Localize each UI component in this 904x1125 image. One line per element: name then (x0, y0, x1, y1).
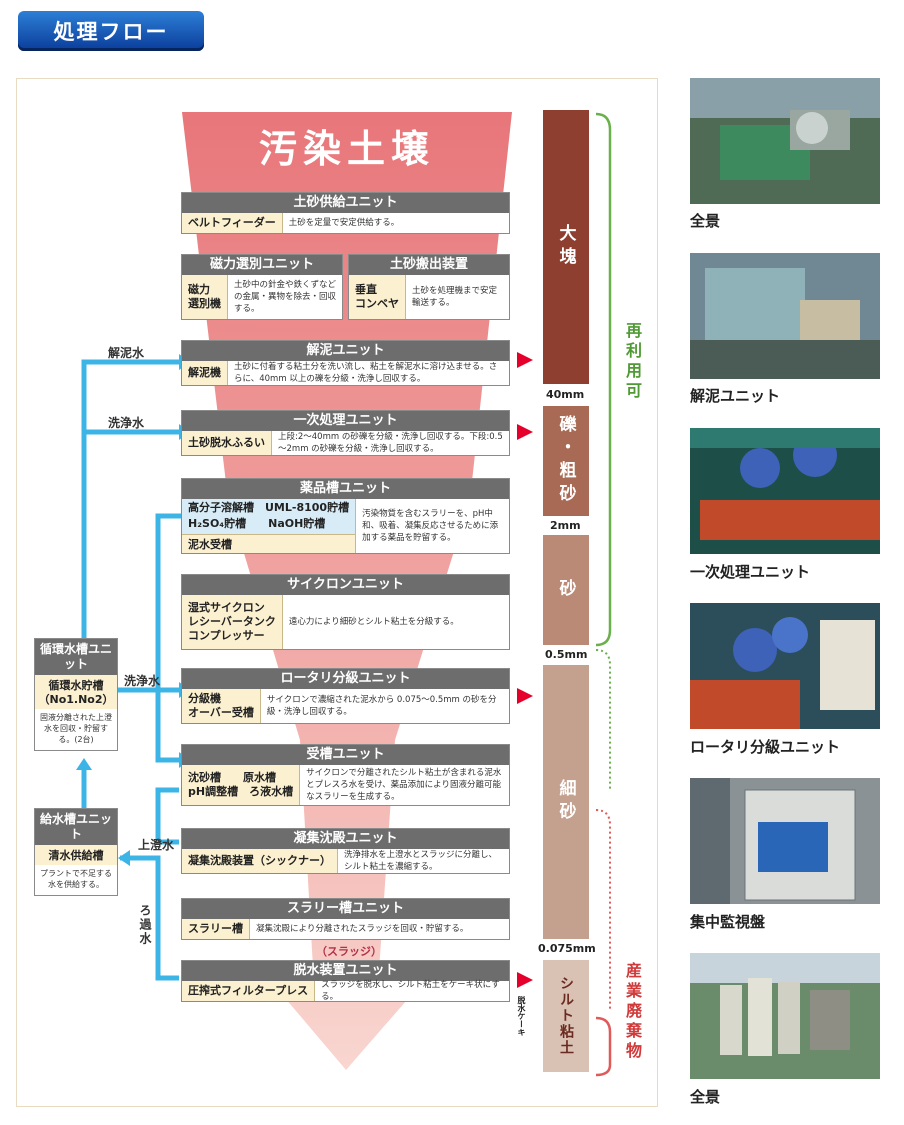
kaidei-water-line (81, 359, 179, 640)
label-filtrate: ろ過水 (138, 904, 152, 946)
photo-caption-6: 全景 (690, 1088, 721, 1106)
band-silt-clay: シルト粘土 (543, 960, 589, 1072)
band-gravel: 礫・粗砂 (543, 406, 589, 516)
unit-magnetic: 磁力選別ユニット 磁力選別機土砂中の針金や鉄くずなどの金属・異物を除去・回収する… (181, 254, 343, 320)
unit-primary: 一次処理ユニット 土砂脱水ふるい上段:2～40mm の砂礫を分級・洗浄し回収する… (181, 410, 510, 456)
sludge-label: （スラッジ） (316, 945, 382, 958)
size-40mm: 40mm (546, 388, 585, 401)
unit-conveyor: 土砂搬出装置 垂直コンベヤ土砂を処理機まで安定輸送する。 (348, 254, 510, 320)
label-supernatant: 上澄水 (138, 838, 175, 852)
photo-1 (690, 78, 880, 204)
reuse-brace (595, 112, 612, 647)
cake-label: 脱水ケーキ (517, 996, 526, 1036)
band-sand: 砂 (543, 535, 589, 645)
photo-caption-5: 集中監視盤 (690, 913, 766, 931)
waste-dotted (595, 809, 611, 1010)
size-2mm: 2mm (550, 519, 581, 532)
size-05mm: 0.5mm (545, 648, 588, 661)
unit-chemical: 薬品槽ユニット 高分子溶解槽 UML-8100貯槽 H₂SO₄貯槽 NaOH貯槽… (181, 478, 510, 554)
waste-label: 産業廃棄物 (623, 962, 642, 1062)
output-arrow-kaidei (517, 352, 533, 368)
label-wash-water-2: 洗浄水 (124, 674, 161, 688)
band-large: 大塊 (543, 110, 589, 384)
unit-dewater: 脱水装置ユニット 圧搾式フィルタープレススラッジを脱水し、シルト粘土をケーキ状に… (181, 960, 510, 1002)
label-kaidei-water: 解泥水 (108, 346, 145, 360)
wash-water-line-2 (155, 513, 181, 690)
supernatant-line (155, 787, 179, 845)
photo-caption-2: 解泥ユニット (690, 387, 781, 405)
photo-6 (690, 953, 880, 1079)
photo-4 (690, 603, 880, 729)
tank-supply: 給水槽ユニット 清水供給槽 プラントで不足する水を供給する。 (34, 808, 118, 896)
unit-rotary: ロータリ分級ユニット 分級機オーバー受槽サイクロンで濃縮された泥水から 0.07… (181, 668, 510, 724)
photo-2 (690, 253, 880, 379)
water-lines (81, 359, 181, 981)
photo-3 (690, 428, 880, 554)
section-title: 処理フロー (18, 11, 204, 51)
unit-kaidei: 解泥ユニット 解泥機土砂に付着する粘土分を洗い流し、粘土を解泥水に溶け込ませる。… (181, 340, 510, 386)
label-wash-water-1: 洗浄水 (108, 416, 145, 430)
unit-thickener: 凝集沈殿ユニット 凝集沈殿装置（シックナー）洗浄排水を上澄水とスラッジに分離し、… (181, 828, 510, 874)
unit-soil-feed: 土砂供給ユニット ベルトフィーダー土砂を定量で安定供給する。 (181, 192, 510, 234)
photo-5 (690, 778, 880, 904)
tank-circulation: 循環水槽ユニット 循環水貯槽（No1.No2） 固液分離された上澄水を回収・貯留… (34, 638, 118, 751)
reuse-label: 再利用可 (623, 322, 642, 402)
receiver-branch-line (155, 690, 179, 763)
photo-caption-4: ロータリ分級ユニット (690, 738, 841, 756)
reuse-dotted (595, 649, 611, 790)
photo-caption-1: 全景 (690, 212, 721, 230)
unit-cyclone: サイクロンユニット 湿式サイクロンレシーバータンクコンプレッサー遠心力により細砂… (181, 574, 510, 650)
photo-caption-3: 一次処理ユニット (690, 563, 811, 581)
waste-brace (595, 1016, 612, 1077)
size-0075mm: 0.075mm (538, 942, 596, 955)
main-title: 汚染土壌 (258, 127, 435, 171)
output-arrow-rotary (517, 688, 533, 704)
output-arrow-dewater (517, 972, 533, 988)
band-fine-sand: 細砂 (543, 665, 589, 939)
filtrate-line (120, 855, 179, 981)
unit-slurry: スラリー槽ユニット スラリー槽凝集沈殿により分離されたスラッジを回収・貯留する。 (181, 898, 510, 940)
output-arrow-primary (517, 424, 533, 440)
